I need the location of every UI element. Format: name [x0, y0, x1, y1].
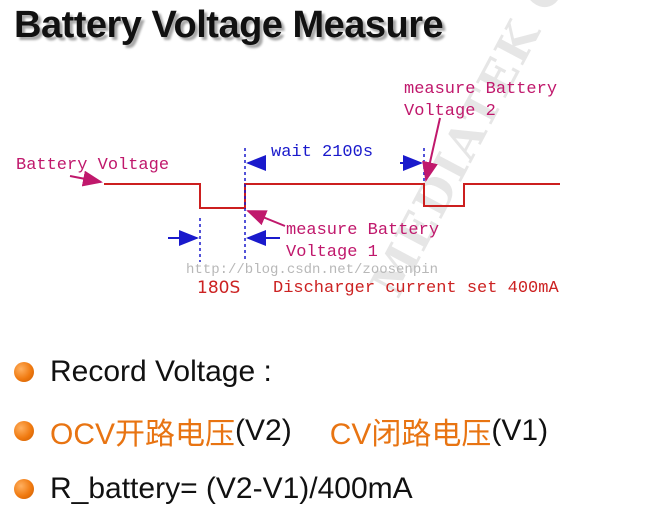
measure2-label-line2: Voltage 2	[404, 102, 496, 121]
ocv-text: OCV开路电压	[50, 418, 236, 451]
measure1-label-line1: measure Battery	[286, 221, 440, 240]
bullet-dot-icon	[14, 479, 34, 499]
v1-text: (V1)	[491, 414, 549, 447]
bullet-text: Record Voltage :	[50, 355, 272, 388]
bullet-r-battery: R_battery= (V2-V1)/400mA	[14, 469, 413, 509]
bullet-dot-icon	[14, 421, 34, 441]
interval-label: 180S	[197, 278, 241, 298]
cv-text: CV闭路电压	[329, 418, 492, 451]
measure2-label-line1: measure Battery	[404, 80, 558, 99]
bullet-text: R_battery= (V2-V1)/400mA	[50, 472, 413, 505]
timing-diagram	[69, 117, 560, 262]
v2-text: (V2)	[235, 414, 292, 447]
page-title: Battery Voltage Measure	[14, 4, 444, 46]
bullet-record-voltage: Record Voltage :	[14, 352, 272, 392]
voltage-waveform	[104, 183, 560, 209]
measure2-pointer	[422, 117, 441, 182]
battery-voltage-label: Battery Voltage	[16, 156, 170, 175]
discharge-label: Discharger current set 400mA	[273, 279, 559, 298]
measure1-label-line2: Voltage 1	[286, 243, 378, 262]
measure1-pointer	[246, 210, 286, 227]
bullet-ocv-cv: OCV开路电压 (V2) CV闭路电压 (V1)	[14, 411, 548, 451]
bullet-dot-icon	[14, 362, 34, 382]
wait-label: wait 2100s	[271, 143, 374, 162]
battery-voltage-pointer	[69, 170, 103, 187]
url-watermark: http://blog.csdn.net/zoosenpin	[186, 262, 439, 278]
